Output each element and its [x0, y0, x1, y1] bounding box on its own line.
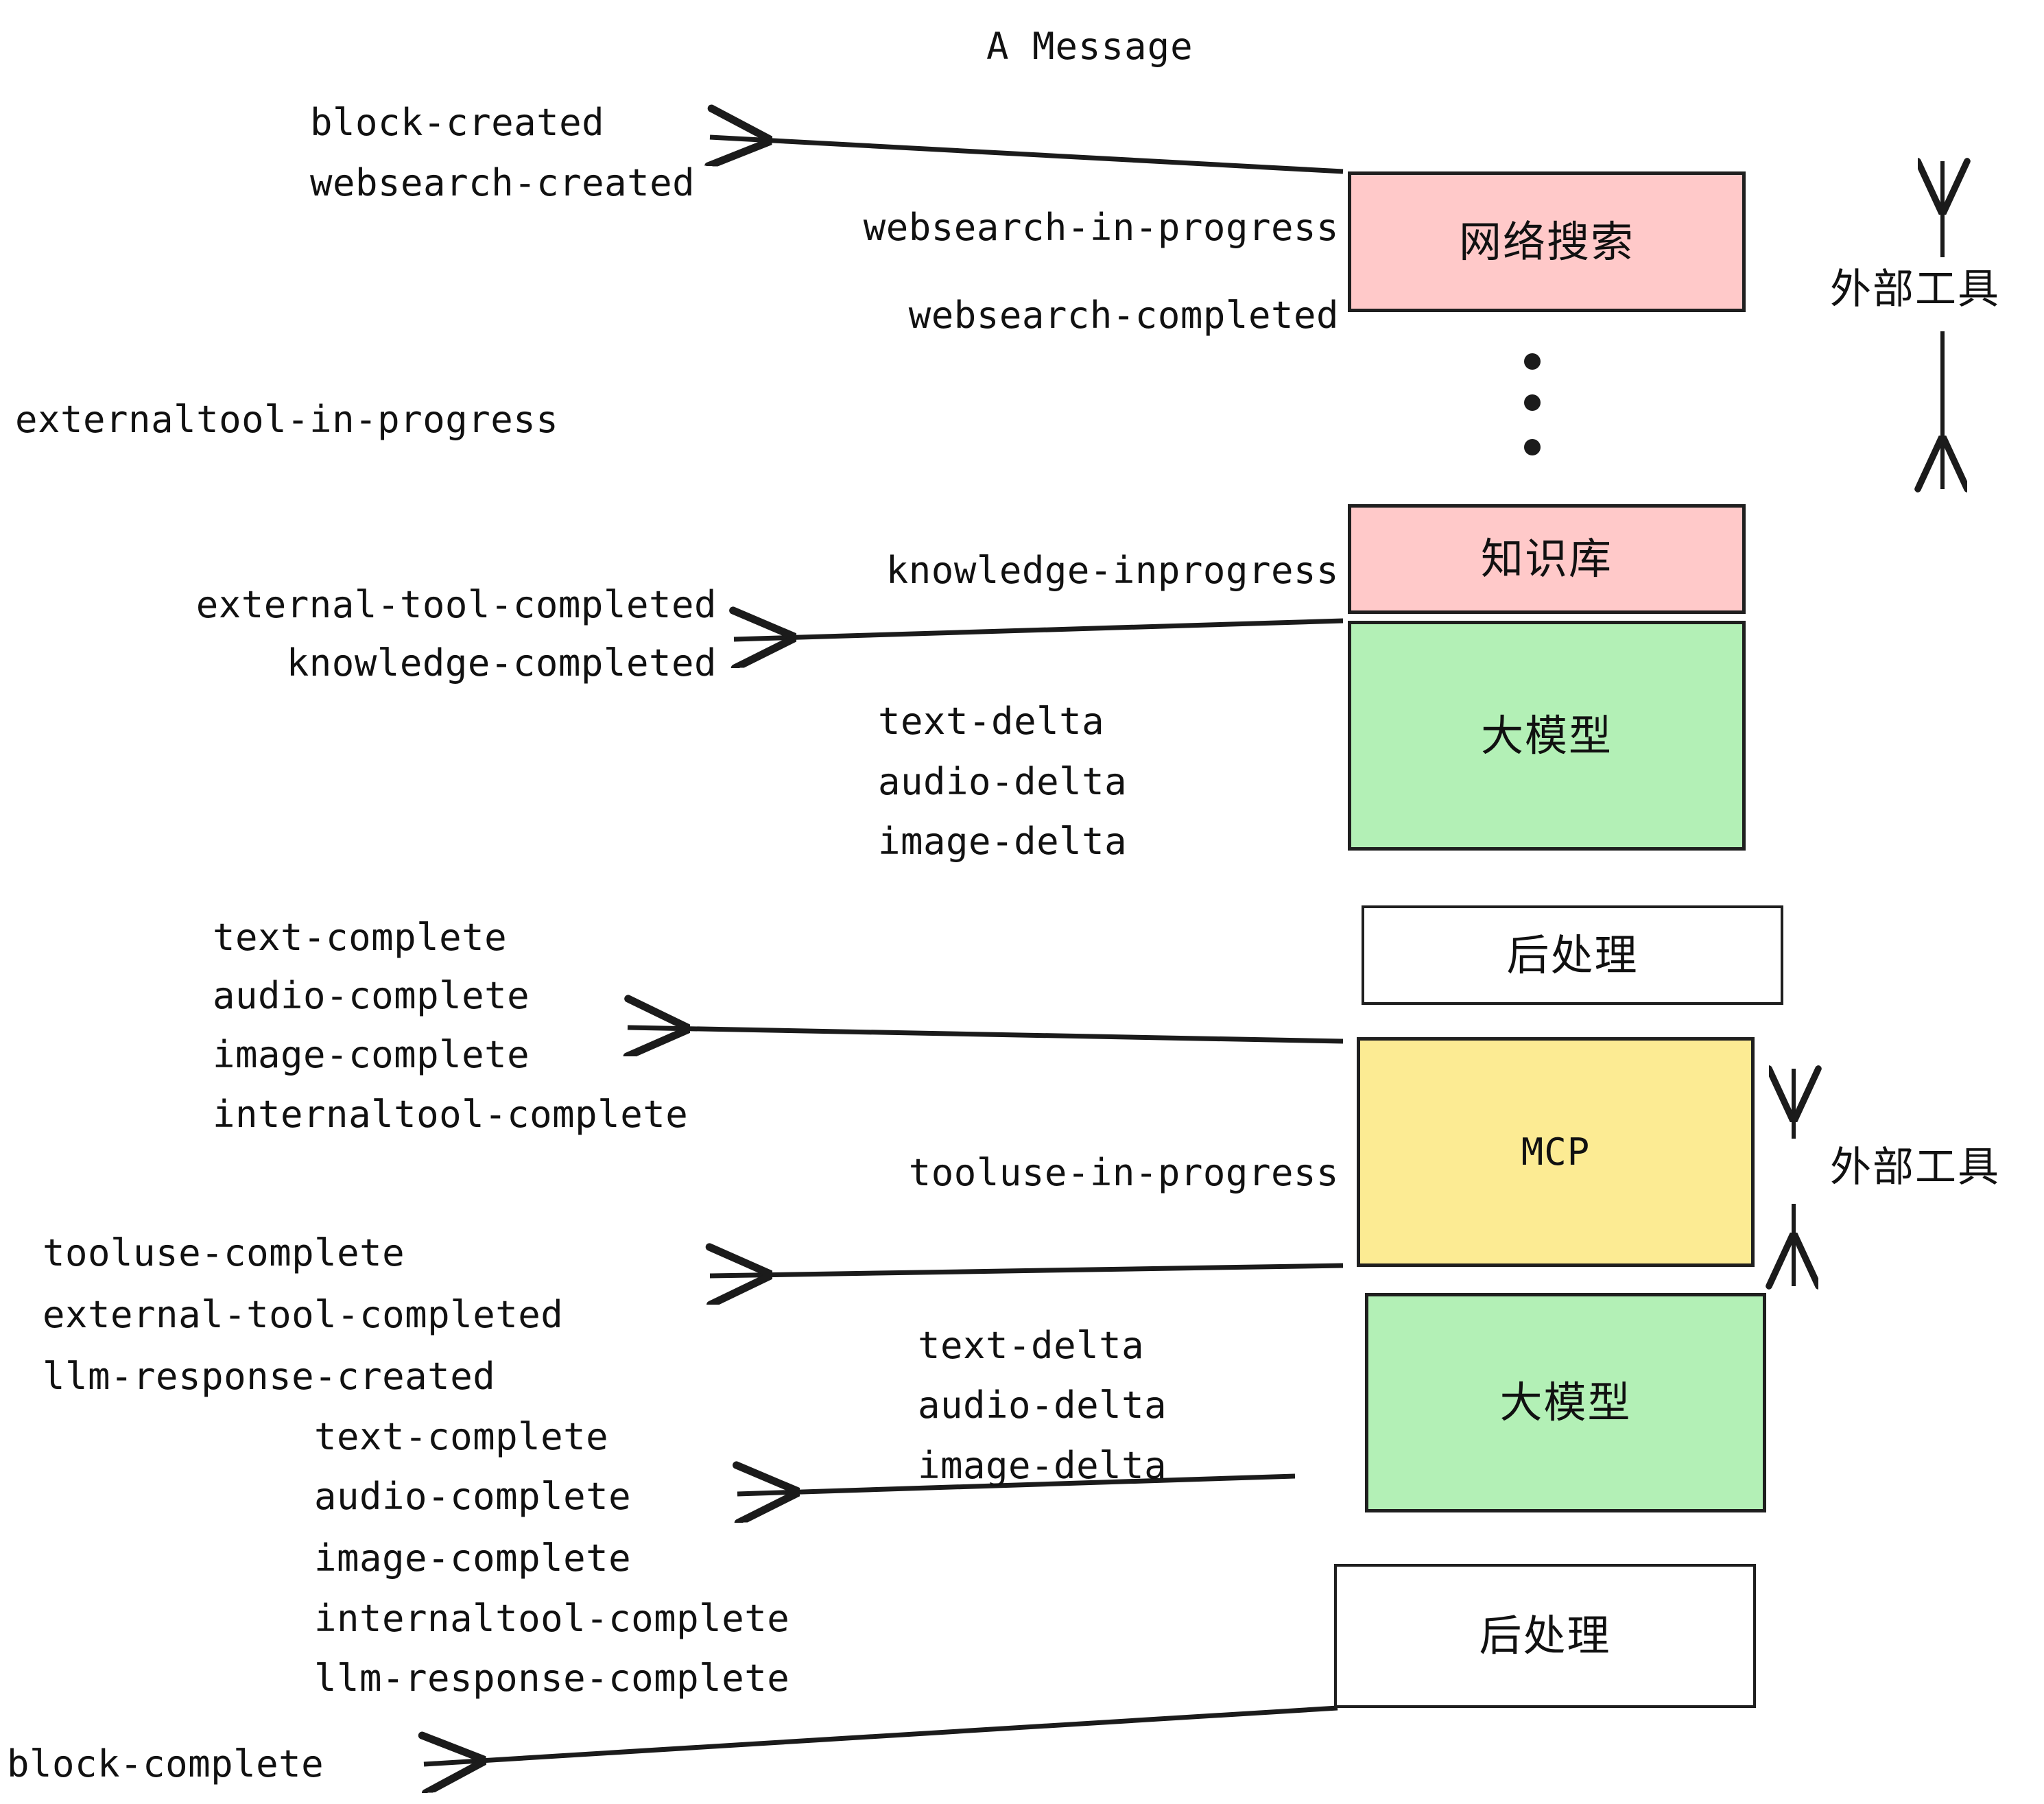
side-label-external-tool-upper: 外部工具 — [1830, 265, 2000, 313]
arrow-websearch-to-block-created — [710, 137, 1344, 174]
node-postprocess-bottom[interactable]: 后处理 — [1334, 1564, 1756, 1708]
event-label-knowledge-completed: knowledge-completed — [286, 641, 717, 685]
event-label-image-complete-1: image-complete — [213, 1033, 530, 1076]
event-label-text-complete-1: text-complete — [213, 916, 508, 959]
event-label-tooluse-complete: tooluse-complete — [43, 1231, 405, 1274]
node-postprocess-top[interactable]: 后处理 — [1362, 905, 1783, 1005]
event-label-image-delta-2: image-delta — [918, 1444, 1167, 1487]
node-llm-bottom-label: 大模型 — [1499, 1377, 1632, 1427]
event-label-llm-response-created: llm-response-created — [43, 1355, 496, 1398]
node-llm-bottom[interactable]: 大模型 — [1365, 1293, 1766, 1512]
event-label-image-complete-2: image-complete — [314, 1536, 632, 1580]
node-websearch-label: 网络搜索 — [1458, 216, 1635, 267]
event-label-block-complete: block-complete — [7, 1742, 324, 1785]
event-label-block-created: block-created — [310, 101, 605, 144]
event-label-text-complete-2: text-complete — [314, 1415, 609, 1458]
arrow-knowledge-to-knowledge-completed — [734, 621, 1344, 639]
event-label-external-tool-completed-1: external-tool-completed — [195, 583, 717, 626]
ellipsis-dot-2 — [1524, 394, 1541, 411]
event-label-websearch-completed: websearch-completed — [908, 294, 1339, 337]
node-mcp-label: MCP — [1521, 1130, 1591, 1174]
event-label-websearch-created: websearch-created — [310, 161, 696, 204]
event-label-external-tool-completed-2: external-tool-completed — [43, 1293, 564, 1336]
event-label-internaltool-complete-2: internaltool-complete — [314, 1597, 790, 1640]
node-postprocess-top-label: 后处理 — [1506, 929, 1639, 980]
node-postprocess-bottom-label: 后处理 — [1479, 1611, 1611, 1661]
node-mcp[interactable]: MCP — [1357, 1037, 1755, 1267]
event-label-audio-delta-1: audio-delta — [878, 760, 1128, 803]
arrow-postprocess-to-block-complete — [424, 1705, 1338, 1764]
event-label-llm-response-complete: llm-response-complete — [314, 1657, 790, 1700]
diagram-title: A Message — [986, 25, 1193, 68]
event-label-audio-delta-2: audio-delta — [918, 1384, 1167, 1427]
node-websearch[interactable]: 网络搜索 — [1348, 171, 1746, 312]
node-llm-top-label: 大模型 — [1480, 710, 1613, 761]
arrow-postprocess-to-image-complete — [628, 1028, 1344, 1041]
event-label-text-delta-2: text-delta — [918, 1324, 1145, 1367]
side-label-external-tool-lower: 外部工具 — [1830, 1143, 2000, 1191]
event-label-knowledge-inprogress: knowledge-inprogress — [886, 549, 1339, 592]
event-label-image-delta-1: image-delta — [878, 820, 1128, 863]
event-label-websearch-in-progress: websearch-in-progress — [863, 206, 1339, 249]
arrow-mcp-to-tooluse-complete — [710, 1266, 1344, 1276]
node-llm-top[interactable]: 大模型 — [1348, 621, 1746, 851]
event-label-audio-complete-1: audio-complete — [213, 974, 530, 1017]
ellipsis-dot-3 — [1524, 439, 1541, 455]
node-knowledge-label: 知识库 — [1480, 534, 1613, 584]
ellipsis-dot-1 — [1524, 353, 1541, 370]
event-label-internaltool-complete-1: internaltool-complete — [213, 1093, 689, 1136]
event-label-audio-complete-2: audio-complete — [314, 1475, 632, 1518]
node-knowledge[interactable]: 知识库 — [1348, 504, 1746, 614]
event-label-tooluse-in-progress: tooluse-in-progress — [908, 1151, 1339, 1194]
event-label-text-delta-1: text-delta — [878, 700, 1105, 743]
event-label-externaltool-in-progress: externaltool-in-progress — [15, 398, 559, 441]
